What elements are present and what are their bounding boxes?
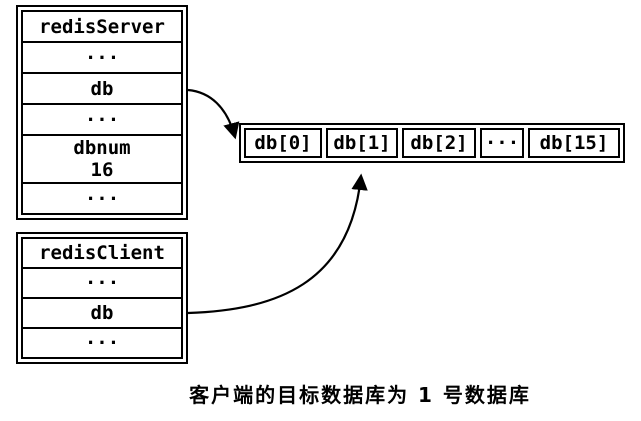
server-row-db: db <box>21 72 183 105</box>
db-array-cell-2: db[2] <box>402 128 476 158</box>
server-row-ellipsis-2: ··· <box>21 103 183 136</box>
redis-server-struct: redisServer ··· db ··· dbnum 16 ··· <box>16 5 188 220</box>
figure-caption: 客户端的目标数据库为 1 号数据库 <box>189 383 531 407</box>
client-row-ellipsis-1: ··· <box>21 267 183 299</box>
db-array: db[0] db[1] db[2] ··· db[15] <box>239 123 625 163</box>
db-array-ellipsis-cell: ··· <box>480 128 524 158</box>
dbnum-field-value: 16 <box>90 159 114 181</box>
redis-client-struct: redisClient ··· db ··· <box>16 232 188 364</box>
db-array-cell-15: db[15] <box>528 128 620 158</box>
server-struct-title: redisServer <box>21 10 183 43</box>
client-row-db: db <box>21 297 183 329</box>
server-row-ellipsis-3: ··· <box>21 182 183 215</box>
arrow-server-db-to-array <box>187 88 240 140</box>
db-array-cell-1: db[1] <box>326 128 398 158</box>
db-array-cell-0: db[0] <box>244 128 322 158</box>
server-row-ellipsis-1: ··· <box>21 41 183 74</box>
arrow-client-db-to-db1 <box>187 173 368 315</box>
client-struct-title: redisClient <box>21 237 183 269</box>
server-row-dbnum: dbnum 16 <box>21 134 183 184</box>
dbnum-field-label: dbnum <box>73 137 131 159</box>
client-row-ellipsis-2: ··· <box>21 327 183 359</box>
